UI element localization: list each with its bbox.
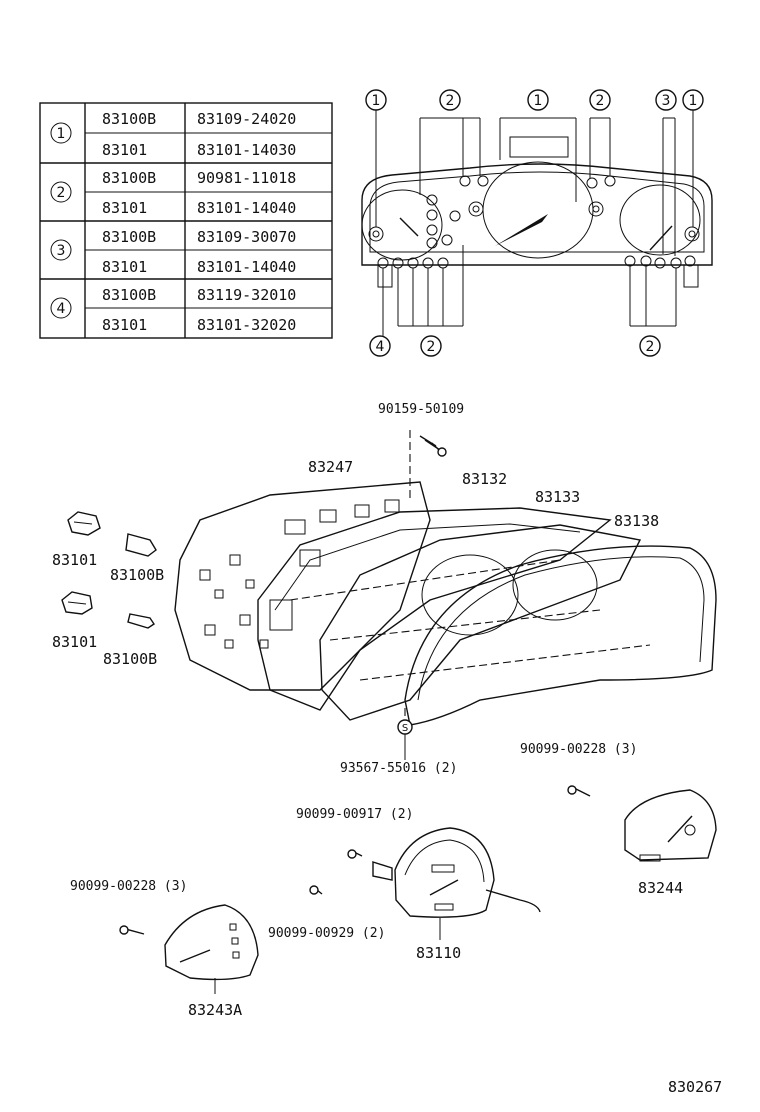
- label-93567-55016: 93567-55016 (2): [340, 761, 457, 776]
- svg-text:4: 4: [57, 301, 66, 317]
- screw-icon: [309, 885, 323, 895]
- label-90159-50109: 90159-50109: [378, 402, 464, 417]
- table-cell-part: 83101: [102, 316, 147, 334]
- table-cell-part: 83100B: [102, 228, 156, 246]
- label-90099-00228-left: 90099-00228 (3): [70, 879, 187, 894]
- bulb-icon: [125, 533, 157, 557]
- cluster-marker-top-6: 1: [682, 89, 704, 111]
- svg-text:1: 1: [534, 93, 543, 109]
- table-cell-number: 83109-24020: [197, 110, 296, 128]
- table-cell-part: 83101: [102, 199, 147, 217]
- cluster-marker-bottom-3: 2: [639, 335, 661, 357]
- diagram-id: 830267: [668, 1078, 722, 1096]
- label-83101-b: 83101: [52, 633, 97, 651]
- table-cell-number: 83101-14030: [197, 141, 296, 159]
- table-cell-number: 83101-14040: [197, 199, 296, 217]
- label-83243a: 83243A: [188, 1001, 242, 1019]
- cluster-marker-top-1: 1: [365, 89, 387, 111]
- socket-icon: [67, 511, 101, 536]
- label-83101-a: 83101: [52, 551, 97, 569]
- screw-icon: [567, 785, 591, 797]
- s-marker-text: S: [402, 723, 408, 734]
- table-marker-1: 1: [50, 122, 72, 144]
- screw-icon: [119, 925, 145, 935]
- table-cell-part: 83101: [102, 258, 147, 276]
- svg-text:2: 2: [57, 185, 66, 201]
- svg-text:2: 2: [427, 339, 436, 355]
- label-83100b-a: 83100B: [110, 566, 164, 584]
- cluster-marker-top-3: 1: [527, 89, 549, 111]
- table-cell-number: 83119-32010: [197, 286, 296, 304]
- svg-text:3: 3: [57, 243, 66, 259]
- svg-text:1: 1: [372, 93, 381, 109]
- svg-text:2: 2: [646, 339, 655, 355]
- cluster-locator-drawing: [361, 110, 713, 336]
- svg-text:4: 4: [376, 339, 385, 355]
- table-cell-part: 83100B: [102, 169, 156, 187]
- table-cell-part: 83101: [102, 141, 147, 159]
- label-83132: 83132: [462, 470, 507, 488]
- table-cell-part: 83100B: [102, 286, 156, 304]
- svg-text:1: 1: [689, 93, 698, 109]
- tachometer-icon: [164, 904, 259, 994]
- speedometer-icon: [372, 827, 541, 940]
- parts-table: 1 2 3 4 83100B 83109-24020 83101 83101-1…: [39, 102, 333, 339]
- label-83133: 83133: [535, 488, 580, 506]
- socket-icon: [61, 591, 93, 615]
- label-90099-00929: 90099-00929 (2): [268, 926, 385, 941]
- label-83110: 83110: [416, 944, 461, 962]
- table-marker-4: 4: [50, 297, 72, 319]
- label-83138: 83138: [614, 512, 659, 530]
- svg-text:1: 1: [57, 126, 66, 142]
- svg-text:2: 2: [446, 93, 455, 109]
- label-90099-00917: 90099-00917 (2): [296, 807, 413, 822]
- table-cell-number: 90981-11018: [197, 169, 296, 187]
- label-83100b-b: 83100B: [103, 650, 157, 668]
- screw-icon: [347, 849, 363, 859]
- bulb-icon: [127, 613, 155, 629]
- cluster-marker-top-2: 2: [439, 89, 461, 111]
- label-83247: 83247: [308, 458, 353, 476]
- table-marker-3: 3: [50, 239, 72, 261]
- table-cell-number: 83101-14040: [197, 258, 296, 276]
- label-83244: 83244: [638, 879, 683, 897]
- svg-text:2: 2: [596, 93, 605, 109]
- cluster-marker-top-5: 3: [655, 89, 677, 111]
- cluster-marker-bottom-1: 4: [369, 335, 391, 357]
- label-90099-00228-right: 90099-00228 (3): [520, 742, 637, 757]
- table-cell-part: 83100B: [102, 110, 156, 128]
- cluster-marker-top-4: 2: [589, 89, 611, 111]
- exploded-assembly-drawing: S: [61, 430, 717, 994]
- cluster-marker-bottom-2: 2: [420, 335, 442, 357]
- svg-text:3: 3: [662, 93, 671, 109]
- fuel-temp-gauge-icon: [624, 789, 717, 862]
- table-marker-2: 2: [50, 181, 72, 203]
- table-cell-number: 83109-30070: [197, 228, 296, 246]
- table-cell-number: 83101-32020: [197, 316, 296, 334]
